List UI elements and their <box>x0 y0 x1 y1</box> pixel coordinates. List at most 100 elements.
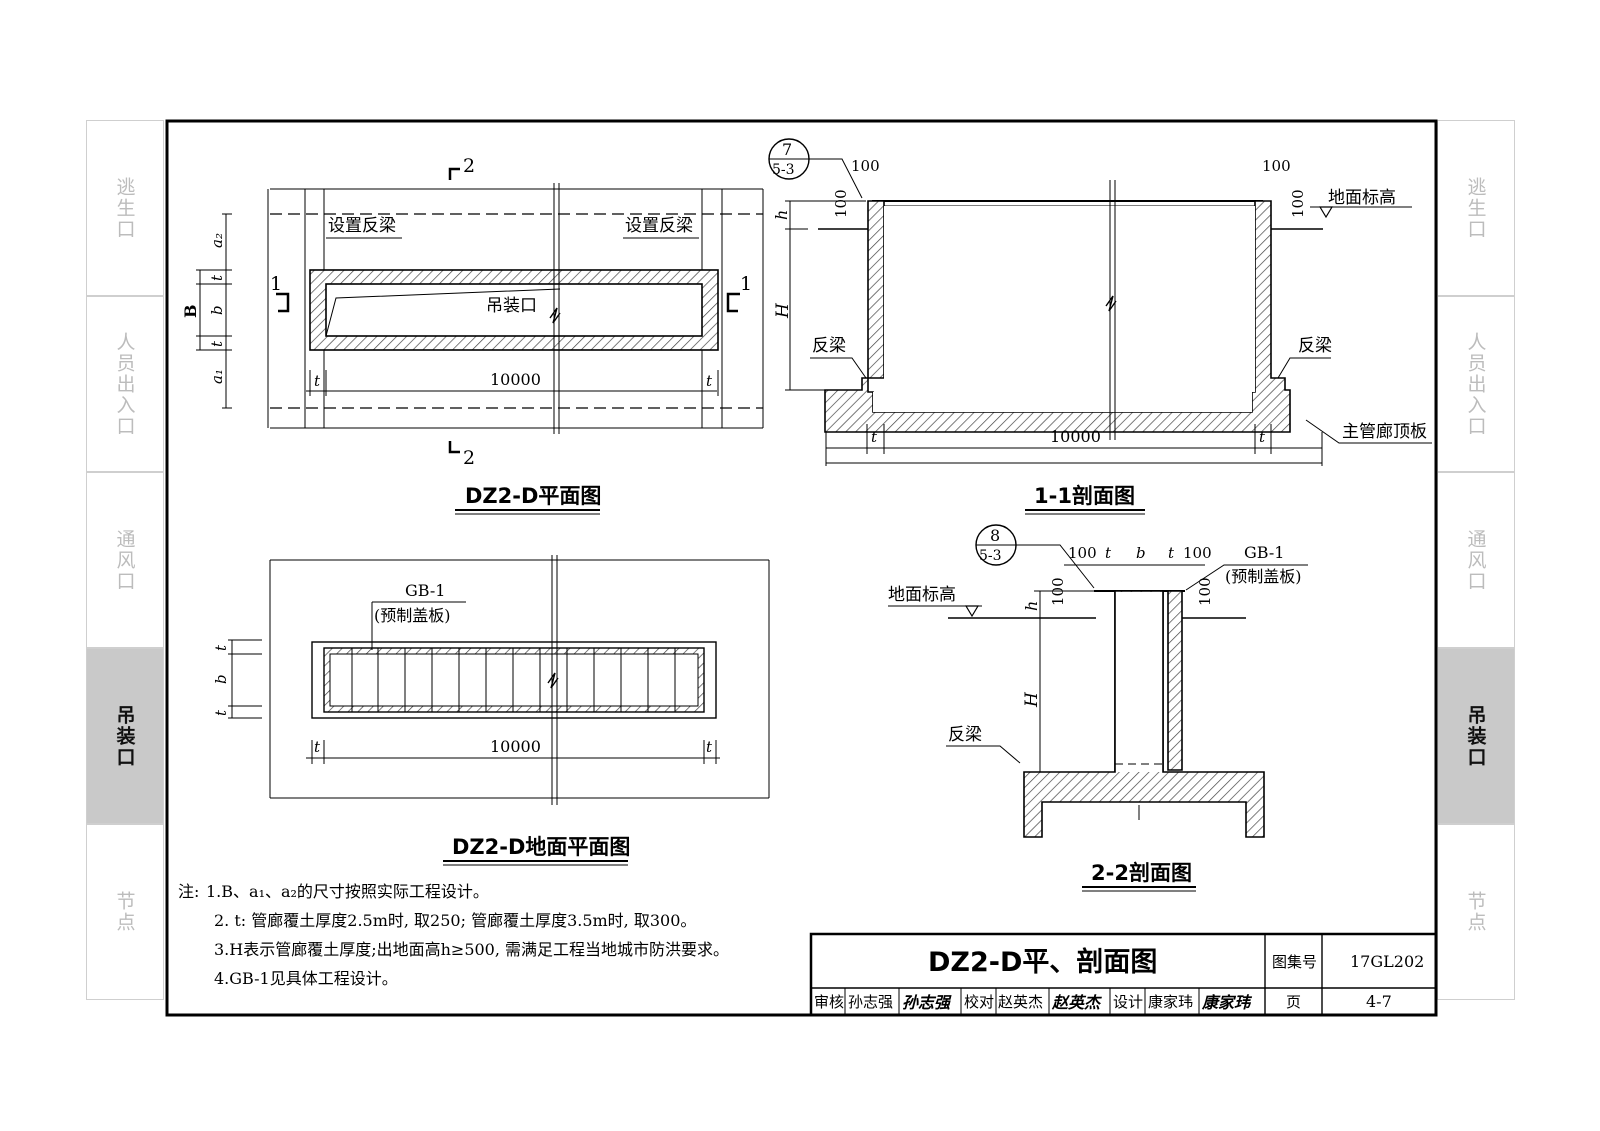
side-tab-label: 人员出入口 <box>1464 331 1487 437</box>
side-tab-label: 吊装口 <box>1464 704 1487 768</box>
opening-label: 吊装口 <box>486 296 537 316</box>
design-label: 设计 <box>1113 993 1143 1011</box>
dim-t: t <box>208 340 226 347</box>
side-tab-left-2[interactable]: 人员出入口 <box>86 296 164 472</box>
dim-a2: a₂ <box>208 233 226 248</box>
notes: 注: 1.B、a₁、a₂的尺寸按照实际工程设计。 2. t: 管廊覆土厚度2.5… <box>178 882 729 988</box>
dim-100-left: 100 <box>851 157 880 175</box>
check-signature: 赵英杰 <box>1051 993 1102 1012</box>
detail-ref-top: 7 <box>782 140 792 159</box>
cover-sub: (预制盖板) <box>374 606 451 625</box>
dim-t: t <box>212 644 230 651</box>
side-tab-left-4[interactable]: 吊装口 <box>86 648 164 824</box>
dim-h: h <box>1022 601 1041 611</box>
dim-b: b <box>208 305 226 315</box>
section-mark-left: 1 <box>270 273 282 295</box>
section-22-title: 2-2剖面图 <box>1091 861 1192 885</box>
dim-100-vert-left: 100 <box>832 189 850 218</box>
side-tab-label: 逃生口 <box>113 176 136 240</box>
dim-top-b: b <box>1136 544 1146 562</box>
page-value: 4-7 <box>1366 992 1392 1011</box>
roof-label: 主管廊顶板 <box>1342 422 1427 442</box>
dim-top-100: 100 <box>1068 544 1097 562</box>
ground-plan-title: DZ2-D地面平面图 <box>452 835 630 859</box>
section-mark-top: 2 <box>463 155 475 177</box>
side-tab-left-1[interactable]: 逃生口 <box>86 120 164 296</box>
cover-sub: (预制盖板) <box>1225 567 1302 586</box>
dim-t: t <box>706 372 713 390</box>
atlas-label: 图集号 <box>1272 953 1317 971</box>
ground-label: 地面标高 <box>1328 188 1396 208</box>
length-dim: 10000 <box>1050 427 1101 446</box>
detail-ref-bottom: 5-3 <box>772 162 795 178</box>
side-tab-label: 吊装口 <box>113 704 136 768</box>
review-label: 审核 <box>814 993 844 1011</box>
dim-100-right: 100 <box>1262 157 1291 175</box>
note-line-4: 4.GB-1见具体工程设计。 <box>214 969 398 988</box>
cover-label: GB-1 <box>1244 543 1284 562</box>
section-1-1: 7 5-3 地面标高 100 100 100 100 h H 反梁 <box>768 138 1432 515</box>
dim-top-t: t <box>1168 544 1175 562</box>
design-name: 康家玮 <box>1148 993 1193 1011</box>
dim-t: t <box>871 428 878 446</box>
dim-t: t <box>212 709 230 716</box>
side-tab-right-4[interactable]: 吊装口 <box>1437 648 1515 824</box>
section-mark-right: 1 <box>740 273 752 295</box>
note-line-2: 2. t: 管廊覆土厚度2.5m时, 取250; 管廊覆土厚度3.5m时, 取3… <box>214 911 696 930</box>
dim-t: t <box>1259 428 1266 446</box>
drawing-title: DZ2-D平、剖面图 <box>928 946 1157 978</box>
dim-H: H <box>1022 691 1042 708</box>
ground-plan-view: GB-1 (预制盖板) t b t 10000 t t DZ2-D地面平面图 <box>212 555 770 866</box>
dim-100-left: 100 <box>1049 577 1067 606</box>
dim-100-right: 100 <box>1196 577 1214 606</box>
beam-label-left: 设置反梁 <box>328 216 396 236</box>
dim-a1: a₁ <box>208 369 226 384</box>
design-signature: 康家玮 <box>1201 993 1253 1012</box>
detail-ref-top: 8 <box>990 526 1000 545</box>
side-tab-left-3[interactable]: 通风口 <box>86 472 164 648</box>
beam-label-right: 设置反梁 <box>625 216 693 236</box>
dim-h: h <box>772 210 791 220</box>
review-name: 孙志强 <box>848 993 893 1011</box>
title-block: DZ2-D平、剖面图 图集号 17GL202 页 4-7 审核 孙志强 孙志强 … <box>809 932 1438 1017</box>
side-tab-label: 人员出入口 <box>113 331 136 437</box>
dim-t: t <box>208 274 226 281</box>
cover-panels <box>351 648 676 712</box>
side-tab-label: 节点 <box>1464 891 1487 933</box>
dim-t: t <box>314 372 321 390</box>
length-dim: 10000 <box>490 370 541 389</box>
dim-t: t <box>706 738 713 756</box>
cover-label: GB-1 <box>405 581 445 600</box>
dim-B: B <box>181 304 200 318</box>
section-2-2: 8 5-3 100 t b t 100 GB-1 (预制盖板) 地面标高 h H… <box>888 524 1308 892</box>
check-name: 赵英杰 <box>998 993 1043 1011</box>
dim-H: H <box>773 302 793 319</box>
notes-prefix: 注: <box>178 882 199 901</box>
side-tab-label: 节点 <box>113 891 136 933</box>
ground-label: 地面标高 <box>888 585 956 605</box>
dim-t: t <box>314 738 321 756</box>
check-label: 校对 <box>964 993 994 1011</box>
section-11-title: 1-1剖面图 <box>1034 484 1135 508</box>
dim-top-t: t <box>1105 544 1112 562</box>
side-tab-label: 通风口 <box>1464 528 1487 592</box>
side-tab-label: 通风口 <box>113 528 136 592</box>
drawing-frame <box>165 119 1438 1017</box>
dim-top-100: 100 <box>1183 544 1212 562</box>
beam-left: 反梁 <box>812 336 846 356</box>
side-tab-label: 逃生口 <box>1464 176 1487 240</box>
dim-b: b <box>212 674 230 684</box>
section-mark-bottom: 2 <box>463 447 475 469</box>
plan-title: DZ2-D平面图 <box>465 484 601 508</box>
page-label: 页 <box>1286 993 1301 1011</box>
detail-ref-bottom: 5-3 <box>979 548 1002 564</box>
beam-right: 反梁 <box>1298 336 1332 356</box>
dim-100-vert-right: 100 <box>1289 189 1307 218</box>
beam-label: 反梁 <box>948 725 982 745</box>
length-dim: 10000 <box>490 737 541 756</box>
note-line-1: 1.B、a₁、a₂的尺寸按照实际工程设计。 <box>206 882 489 901</box>
side-tab-left-5[interactable]: 节点 <box>86 824 164 1000</box>
review-signature: 孙志强 <box>902 993 952 1012</box>
atlas-value: 17GL202 <box>1350 952 1424 971</box>
